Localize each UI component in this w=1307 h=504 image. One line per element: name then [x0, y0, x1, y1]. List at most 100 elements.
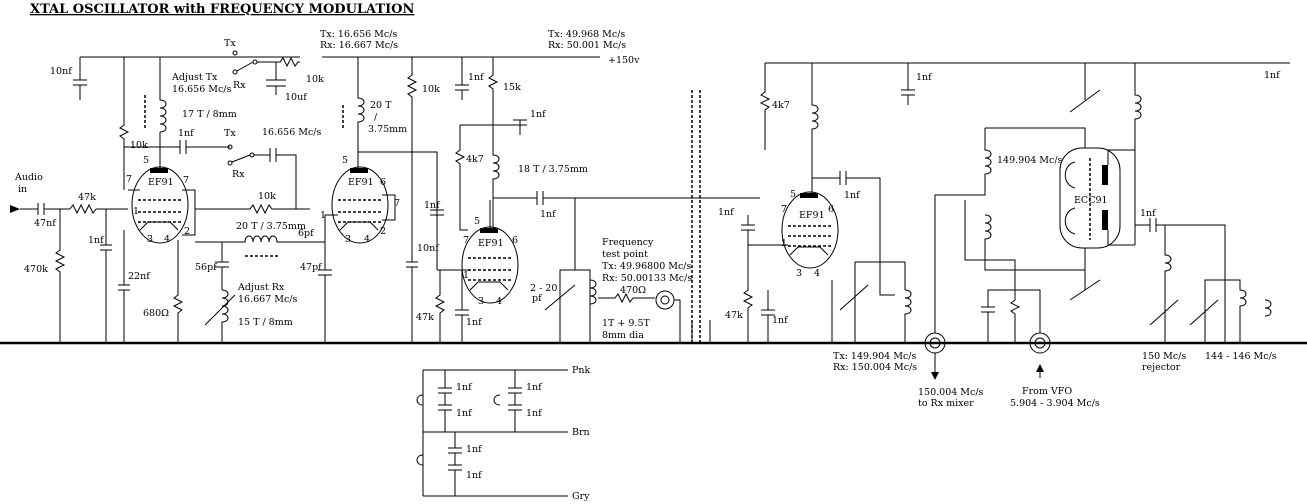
supply-label: +150v	[608, 55, 640, 66]
svg-text:150 Mc/s: 150 Mc/s	[1142, 351, 1186, 362]
svg-text:10k: 10k	[422, 84, 440, 95]
svg-text:3: 3	[147, 234, 153, 245]
svg-text:2: 2	[184, 226, 190, 237]
svg-text:Rx: Rx	[232, 169, 245, 180]
svg-text:/: /	[374, 112, 378, 123]
svg-text:5: 5	[143, 155, 149, 166]
stage3-plate: 1nf 15k 1nf 18 T / 3.75mm 4k7 1nf	[455, 57, 760, 231]
svg-text:149.904 Mc/s: 149.904 Mc/s	[997, 155, 1063, 166]
svg-text:2 - 20: 2 - 20	[530, 283, 557, 294]
svg-text:3: 3	[796, 268, 802, 279]
svg-text:1nf: 1nf	[540, 209, 557, 220]
svg-text:47nf: 47nf	[34, 218, 57, 229]
svg-text:3: 3	[345, 234, 351, 245]
svg-text:1nf: 1nf	[456, 382, 473, 393]
stage2-plate: 20 T / 3.75mm 10k 47pf 10nf 1nf	[300, 57, 444, 343]
svg-text:1nf: 1nf	[466, 470, 483, 481]
svg-text:18 T / 3.75mm: 18 T / 3.75mm	[518, 164, 588, 175]
svg-text:1nf: 1nf	[916, 72, 933, 83]
svg-text:17 T / 8mm: 17 T / 8mm	[182, 109, 237, 120]
svg-text:4: 4	[814, 268, 820, 279]
cap-10nf-top: 10nf	[50, 57, 87, 100]
svg-text:47k: 47k	[416, 312, 434, 323]
svg-text:20 T: 20 T	[370, 100, 392, 111]
tube-ecc91: ECC91 149.904 Mc/s	[984, 127, 1135, 271]
svg-text:4: 4	[496, 296, 502, 307]
svg-text:56pf: 56pf	[195, 262, 218, 273]
svg-text:10nf: 10nf	[417, 243, 440, 254]
svg-text:Frequency: Frequency	[602, 237, 654, 248]
svg-text:5: 5	[790, 189, 796, 200]
svg-text:4: 4	[164, 234, 170, 245]
svg-text:10nf: 10nf	[50, 66, 73, 77]
svg-text:10k: 10k	[306, 74, 324, 85]
svg-text:Audio: Audio	[14, 172, 43, 183]
svg-text:1nf: 1nf	[424, 200, 441, 211]
svg-text:47k: 47k	[78, 192, 96, 203]
stage1-cathode: 22nf 680Ω	[118, 230, 184, 343]
svg-text:47k: 47k	[725, 310, 743, 321]
svg-text:680Ω: 680Ω	[143, 308, 169, 319]
svg-text:10uf: 10uf	[285, 92, 308, 103]
svg-text:3: 3	[478, 296, 484, 307]
tx-rx-switch-top[interactable]: Tx Rx	[224, 38, 300, 91]
tube-ef91-2: EF91 5 6 7 1 2 3 4	[320, 155, 400, 245]
svg-text:1nf: 1nf	[530, 109, 547, 120]
svg-text:1nf: 1nf	[1140, 208, 1157, 219]
svg-text:1nf: 1nf	[466, 317, 483, 328]
svg-text:Tx: 49.96800 Mc/s: Tx: 49.96800 Mc/s	[602, 261, 692, 272]
adjust-rx-coil: Adjust Rx 16.667 Mc/s 15 T / 8mm	[204, 282, 298, 343]
svg-text:6: 6	[512, 235, 518, 246]
svg-text:20 T / 3.75mm: 20 T / 3.75mm	[236, 221, 306, 232]
svg-text:470Ω: 470Ω	[620, 285, 646, 296]
svg-text:EF91: EF91	[348, 177, 374, 188]
svg-text:rejector: rejector	[1142, 362, 1181, 373]
interstage-network: 10k 20 T / 3.75mm 6pf 56pf	[195, 191, 325, 290]
svg-text:Rx: 50.00133 Mc/s: Rx: 50.00133 Mc/s	[602, 273, 692, 284]
tube-ef91-1: EF91 5 7 7 1 2 3 4	[126, 140, 196, 245]
tank-and-testpoint: 2 - 20 pf 470Ω Frequency test point Tx: …	[530, 198, 692, 343]
svg-text:5: 5	[342, 155, 348, 166]
svg-text:6: 6	[828, 204, 834, 215]
svg-text:Tx: Tx	[224, 128, 236, 139]
svg-text:1nf: 1nf	[526, 408, 543, 419]
svg-text:16.667 Mc/s: 16.667 Mc/s	[238, 294, 298, 305]
svg-text:1: 1	[320, 210, 326, 221]
svg-text:7: 7	[126, 174, 132, 185]
svg-text:16.656 Mc/s: 16.656 Mc/s	[172, 84, 232, 95]
svg-text:1nf: 1nf	[844, 190, 861, 201]
vfo-input: From VFO 5.904 - 3.904 Mc/s	[964, 200, 1100, 409]
tube-ef91-4: EF91 5 6 7 1 3 4	[748, 189, 839, 279]
svg-text:1nf: 1nf	[178, 128, 195, 139]
svg-text:1nf: 1nf	[718, 207, 735, 218]
decoupling-10k-10uf: 10uf 10k Tx: 16.656 Mc/s Rx: 16.667 Mc/s	[266, 29, 398, 103]
svg-text:7: 7	[463, 235, 469, 246]
svg-text:test point: test point	[602, 249, 648, 260]
svg-text:47pf: 47pf	[300, 262, 323, 273]
svg-text:From VFO: From VFO	[1022, 386, 1072, 397]
svg-text:10k: 10k	[258, 191, 276, 202]
svg-text:5.904 - 3.904 Mc/s: 5.904 - 3.904 Mc/s	[1010, 398, 1100, 409]
svg-text:1: 1	[463, 270, 469, 281]
svg-text:EF91: EF91	[478, 238, 504, 249]
svg-text:to Rx mixer: to Rx mixer	[918, 398, 974, 409]
svg-text:EF91: EF91	[148, 177, 174, 188]
svg-text:16.656 Mc/s: 16.656 Mc/s	[262, 127, 322, 138]
svg-text:6pf: 6pf	[298, 228, 315, 239]
svg-text:Tx: 149.904 Mc/s: Tx: 149.904 Mc/s	[833, 351, 916, 362]
svg-text:7: 7	[781, 204, 787, 215]
svg-text:Tx: 16.656 Mc/s: Tx: 16.656 Mc/s	[320, 29, 397, 40]
tx-rx-switch-mid[interactable]: Tx Rx 16.656 Mc/s	[224, 127, 322, 209]
svg-text:8mm dia: 8mm dia	[602, 330, 644, 341]
svg-text:Rx: 16.667 Mc/s: Rx: 16.667 Mc/s	[320, 40, 398, 51]
svg-text:144 - 146 Mc/s: 144 - 146 Mc/s	[1205, 351, 1277, 362]
output-tank: Tx: 149.904 Mc/s Rx: 150.004 Mc/s 150.00…	[831, 185, 986, 409]
svg-text:Adjust Tx: Adjust Tx	[171, 72, 218, 83]
svg-text:22nf: 22nf	[128, 271, 151, 282]
svg-text:4: 4	[364, 234, 370, 245]
stage4-plate: 1nf 1nf	[811, 63, 933, 296]
svg-text:7: 7	[183, 175, 189, 186]
svg-text:4k7: 4k7	[772, 100, 790, 111]
svg-text:5: 5	[474, 216, 480, 227]
